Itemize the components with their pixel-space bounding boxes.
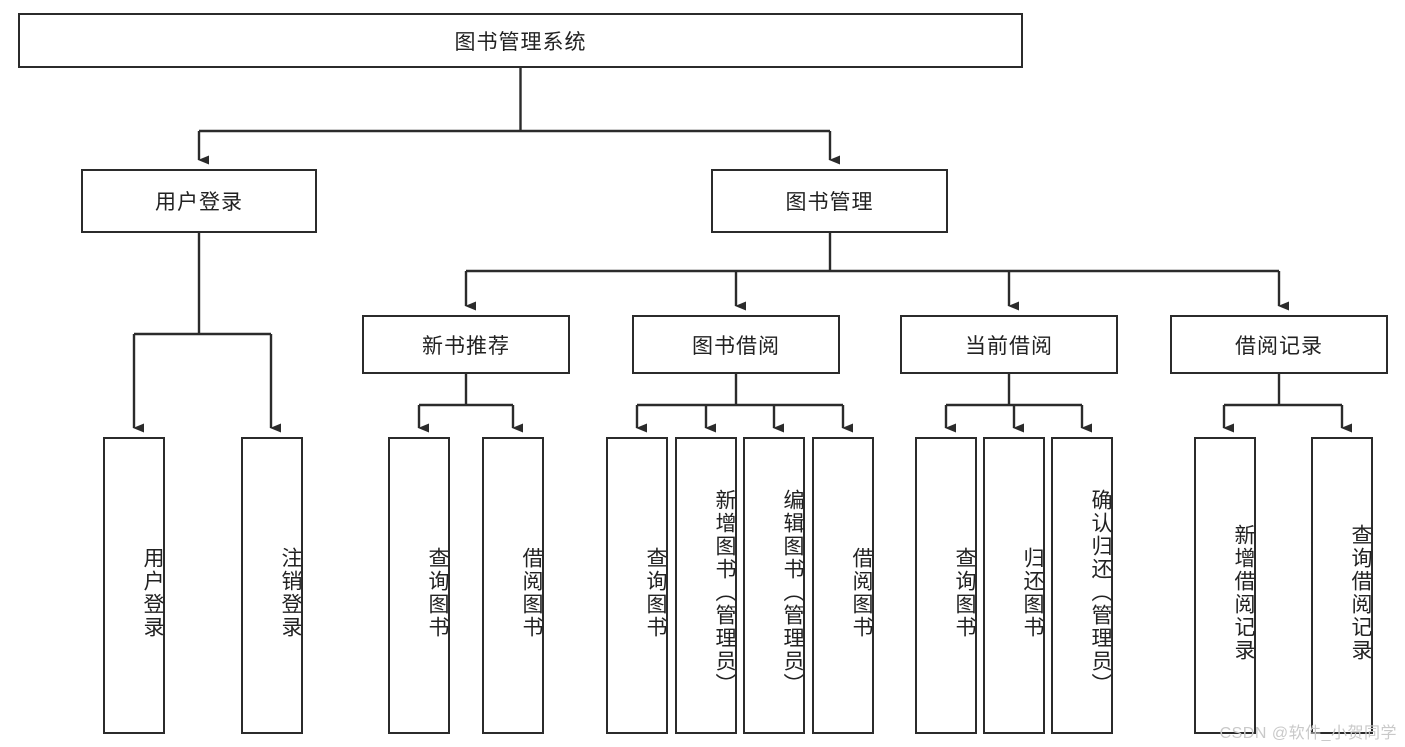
node-label: 新书推荐 [422, 334, 510, 358]
leaf-add-book-admin[interactable]: 新增图书（管理员） [675, 437, 737, 734]
node-label: 查询图书 [644, 546, 667, 639]
leaf-add-borrow-record[interactable]: 新增借阅记录 [1194, 437, 1256, 734]
node-root-library-management-system[interactable]: 图书管理系统 [18, 13, 1023, 68]
node-label: 图书管理 [785, 191, 874, 214]
node-label: 当前借阅 [965, 334, 1053, 358]
node-borrow-record[interactable]: 借阅记录 [1170, 315, 1388, 374]
node-label: 确认归还（管理员） [1089, 489, 1112, 696]
leaf-edit-book-admin[interactable]: 编辑图书（管理员） [743, 437, 805, 734]
leaf-confirm-return-admin[interactable]: 确认归还（管理员） [1051, 437, 1113, 734]
node-label: 注销登录 [279, 546, 302, 639]
node-label: 编辑图书（管理员） [781, 489, 804, 696]
node-label: 用户登录 [141, 546, 164, 639]
node-label: 查询借阅记录 [1349, 523, 1372, 662]
leaf-query-book-recommend[interactable]: 查询图书 [388, 437, 450, 734]
node-label: 借阅图书 [850, 546, 873, 639]
node-label: 借阅记录 [1235, 334, 1323, 358]
node-label: 归还图书 [1021, 546, 1044, 639]
node-label: 图书借阅 [692, 334, 780, 358]
node-new-book-recommend[interactable]: 新书推荐 [362, 315, 570, 374]
leaf-query-borrow-record[interactable]: 查询借阅记录 [1311, 437, 1373, 734]
leaf-query-book-borrow[interactable]: 查询图书 [606, 437, 668, 734]
node-label: 图书管理系统 [454, 30, 587, 54]
node-label: 查询图书 [953, 546, 976, 639]
leaf-user-login[interactable]: 用户登录 [103, 437, 165, 734]
node-label: 查询图书 [426, 546, 449, 639]
node-book-management[interactable]: 图书管理 [711, 169, 948, 233]
node-label: 用户登录 [155, 191, 243, 214]
node-label: 借阅图书 [520, 546, 543, 639]
node-user-login[interactable]: 用户登录 [81, 169, 317, 233]
leaf-logout-login[interactable]: 注销登录 [241, 437, 303, 734]
watermark: CSDN @软件_小贺同学 [1219, 725, 1397, 742]
node-label: 新增图书（管理员） [713, 489, 736, 696]
leaf-query-book-current[interactable]: 查询图书 [915, 437, 977, 734]
leaf-return-book[interactable]: 归还图书 [983, 437, 1045, 734]
leaf-borrow-book-recommend[interactable]: 借阅图书 [482, 437, 544, 734]
leaf-borrow-book[interactable]: 借阅图书 [812, 437, 874, 734]
node-label: 新增借阅记录 [1232, 523, 1255, 662]
node-book-borrow[interactable]: 图书借阅 [632, 315, 840, 374]
node-current-borrow[interactable]: 当前借阅 [900, 315, 1118, 374]
